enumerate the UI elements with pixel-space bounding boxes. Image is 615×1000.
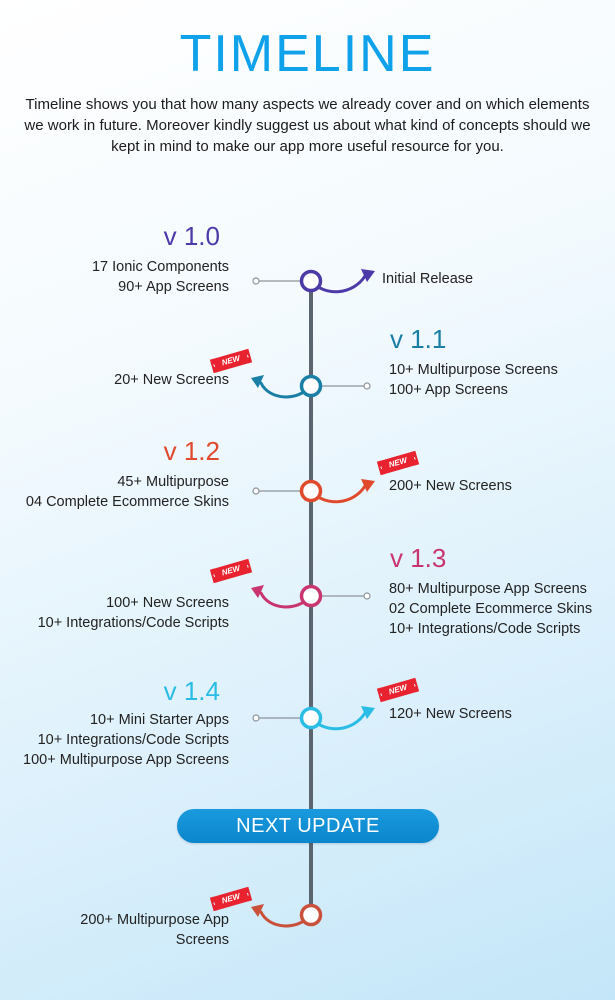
version-left-features: 45+ Multipurpose 04 Complete Ecommerce Sk… (26, 472, 229, 512)
page-title: TIMELINE (179, 25, 436, 83)
version-right-features: Initial Release (382, 269, 473, 289)
feature-line: 80+ Multipurpose App Screens (389, 581, 587, 597)
new-badge: NEW (212, 887, 250, 911)
new-badge: NEW (379, 678, 417, 702)
new-badge: NEW (212, 559, 250, 583)
version-2-connector-dot (252, 487, 260, 495)
feature-line: 17 Ionic Components (91, 259, 229, 275)
new-badge: NEW (379, 451, 417, 475)
version-4-arrow-head (361, 706, 375, 719)
feature-line: 100+ New Screens (106, 595, 229, 611)
new-badge-label: NEW (379, 451, 417, 475)
version-label: v 1.2 (163, 436, 220, 466)
version-right-features: 80+ Multipurpose App Screens 02 Complete … (389, 579, 592, 639)
version-left-features: 17 Ionic Components 90+ App Screens (92, 257, 229, 297)
feature-line: 100+ App Screens (389, 382, 508, 398)
version-label: v 1.0 (163, 221, 220, 251)
feature-line: 04 Complete Ecommerce Skins (25, 494, 229, 510)
feature-line: Screens (175, 932, 229, 948)
feature-line: 20+ New Screens (114, 372, 229, 388)
version-0-connector-dot (252, 277, 260, 285)
feature-line: 200+ New Screens (389, 478, 512, 494)
new-badge: NEW (212, 349, 250, 373)
version-2-node (299, 479, 323, 503)
next-update-button[interactable]: NEXT UPDATE (177, 809, 439, 843)
new-badge-label: NEW (379, 678, 417, 702)
version-2-arrow-head (361, 479, 375, 492)
version-left-features: 10+ Mini Starter Apps 10+ Integrations/Co… (23, 710, 229, 770)
version-3-node (299, 584, 323, 608)
feature-line: 10+ Integrations/Code Scripts (37, 615, 229, 631)
intro-paragraph: Timeline shows you that how many aspects… (24, 96, 591, 155)
version-label: v 1.1 (390, 324, 447, 354)
version-1-connector-dot (363, 382, 371, 390)
next-update-arrow-head (251, 904, 264, 917)
feature-line: 120+ New Screens (389, 706, 512, 722)
version-left-features: 20+ New Screens (114, 370, 229, 390)
feature-line: 10+ Mini Starter Apps (89, 712, 229, 728)
version-label: v 1.4 (163, 676, 220, 706)
version-0-node (299, 269, 323, 293)
version-4-node (299, 706, 323, 730)
feature-line: Initial Release (382, 271, 474, 287)
feature-line: 100+ Multipurpose App Screens (23, 752, 229, 768)
feature-line: 10+ Integrations/Code Scripts (37, 732, 229, 748)
feature-line: 45+ Multipurpose (117, 474, 229, 490)
version-right-features: 10+ Multipurpose Screens 100+ App Screens (389, 360, 558, 400)
feature-line: 200+ Multipurpose App (80, 912, 229, 928)
version-3-arrow-head (251, 585, 264, 598)
new-badge-label: NEW (212, 559, 250, 583)
version-label: v 1.3 (390, 543, 447, 573)
feature-line: 10+ Integrations/Code Scripts (389, 621, 581, 637)
version-left-features: 100+ New Screens 10+ Integrations/Code Sc… (38, 593, 229, 633)
version-right-features: 120+ New Screens (389, 704, 512, 724)
feature-line: 02 Complete Ecommerce Skins (389, 601, 593, 617)
feature-line: 90+ App Screens (118, 279, 229, 295)
version-3-connector-dot (363, 592, 371, 600)
version-1-arrow-head (251, 375, 264, 388)
version-right-features: 200+ New Screens (389, 476, 512, 496)
version-4-connector-dot (252, 714, 260, 722)
new-badge-label: NEW (212, 887, 250, 911)
version-1-node (299, 374, 323, 398)
version-0-arrow-head (361, 269, 375, 282)
feature-line: 10+ Multipurpose Screens (389, 362, 558, 378)
new-badge-label: NEW (212, 349, 250, 373)
next-update-node (299, 903, 323, 927)
